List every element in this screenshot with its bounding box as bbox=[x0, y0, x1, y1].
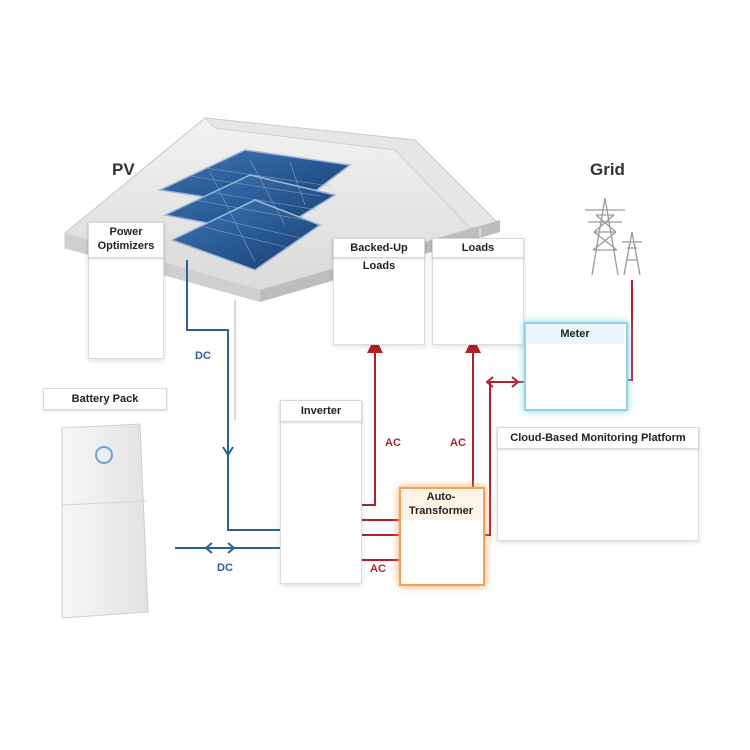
auto-transformer-heading: Auto-Transformer bbox=[401, 489, 481, 520]
dc-wiring bbox=[175, 260, 280, 554]
dc-label-pv: DC bbox=[195, 350, 211, 362]
grid-label: Grid bbox=[590, 160, 625, 179]
cloud-monitoring-heading: Cloud-Based Monitoring Platform bbox=[497, 427, 699, 449]
battery-pack-heading: Battery Pack bbox=[43, 388, 167, 410]
inverter-heading: Inverter bbox=[280, 400, 362, 422]
ac-label-backed-up: AC bbox=[385, 437, 401, 449]
pv-label: PV bbox=[112, 160, 135, 179]
power-optimizers-heading: Power Optimizers bbox=[88, 222, 164, 258]
solar-panel-array bbox=[157, 149, 352, 271]
backed-up-loads-heading: Backed-Up Loads bbox=[333, 238, 425, 272]
transmission-towers bbox=[585, 197, 642, 276]
dc-label-battery: DC bbox=[217, 562, 233, 574]
ac-label-loads: AC bbox=[450, 437, 466, 449]
loads-heading: Loads bbox=[432, 238, 524, 258]
inverter-panel bbox=[280, 400, 362, 584]
meter-heading: Meter bbox=[526, 324, 624, 344]
ac-label-transformer: AC bbox=[370, 563, 386, 575]
battery-pack-unit bbox=[61, 423, 149, 619]
